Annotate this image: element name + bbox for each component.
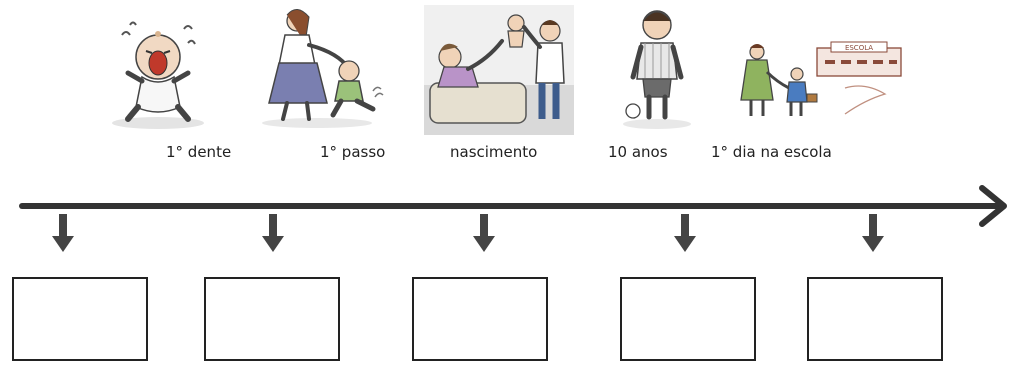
event-label-first-tooth: 1° dente: [166, 143, 232, 161]
down-arrow-icon: [473, 214, 495, 252]
event-label-first-school-day: 1° dia na escola: [711, 143, 832, 161]
answer-box-5[interactable]: [807, 277, 943, 361]
child-going-to-school-icon: ESCOLA: [735, 38, 910, 128]
event-label-first-step: 1° passo: [320, 143, 386, 161]
school-sign: ESCOLA: [845, 44, 873, 52]
event-label-birth: nascimento: [450, 143, 538, 161]
boy-with-ball-icon: [617, 5, 695, 130]
answer-box-3[interactable]: [412, 277, 548, 361]
down-arrow-icon: [674, 214, 696, 252]
event-label-ten-years: 10 anos: [608, 143, 668, 161]
answer-box-4[interactable]: [620, 277, 756, 361]
answer-box-2[interactable]: [204, 277, 340, 361]
down-arrow-icon: [862, 214, 884, 252]
timeline-arrow: [19, 185, 1007, 227]
mother-toddler-walking-icon: [257, 5, 389, 130]
answer-box-1[interactable]: [12, 277, 148, 361]
down-arrow-icon: [52, 214, 74, 252]
newborn-birth-icon: [424, 5, 574, 135]
down-arrow-icon: [262, 214, 284, 252]
crying-baby-icon: [108, 15, 208, 130]
